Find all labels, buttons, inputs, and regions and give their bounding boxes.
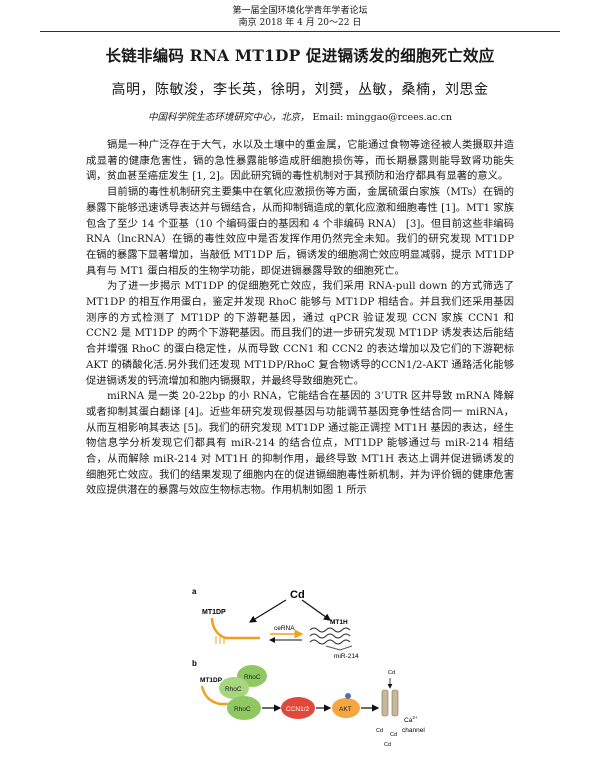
akt-protein xyxy=(332,698,360,718)
conference-place-date: 南京 2018 年 4 月 20～22 日 xyxy=(238,18,362,28)
mir214-strand xyxy=(325,645,353,651)
paragraph-1: 镉是一种广泛存在于大气，水以及土壤中的重金属，它能通过食物等途径被人类摄取并造成… xyxy=(86,139,514,183)
mt1h-mrna-1 xyxy=(309,627,351,633)
ca-superscript: 2+ xyxy=(412,715,418,720)
header-rule xyxy=(40,31,560,32)
ca-label: Ca2+ xyxy=(404,715,418,724)
rhoc-label-2: RhoC xyxy=(225,686,242,693)
mt1h-mrna-2 xyxy=(309,633,351,639)
channel-left xyxy=(381,689,389,717)
channel-label: channel xyxy=(402,727,425,734)
mt1h-label: MT1H xyxy=(330,619,348,626)
panel-a-label: a xyxy=(192,587,197,596)
paragraph-2: 目前镉的毒性机制研究主要集中在氧化应激损伤等方面，金属硫蛋白家族（MTs）在镉的… xyxy=(86,186,514,277)
conference-name: 第一届全国环境化学青年学者论坛 xyxy=(232,6,368,16)
cd-channel-top-label: Cd xyxy=(388,670,395,676)
cd-label-bottom-2: Cd xyxy=(384,742,391,748)
mir214-label: miR-214 xyxy=(334,653,359,660)
rhoc-protein-3 xyxy=(227,696,261,720)
mt1dp-rna-bases xyxy=(215,636,225,644)
affiliation-email: Email: minggao@rcees.ac.cn xyxy=(312,112,453,123)
mt1dp-rna-strand-b xyxy=(200,685,240,706)
paragraph-4: miRNA 是一类 20-22bp 的小 RNA，它能结合在基因的 3’UTR … xyxy=(86,390,514,497)
cerna-label: ceRNA xyxy=(274,625,295,632)
channel-right xyxy=(391,689,399,717)
cd-to-mt1h-arrow xyxy=(301,599,331,621)
rhoc-label-1: RhoC xyxy=(244,674,261,681)
cd-label-left: Cd xyxy=(376,728,383,734)
panel-b-label: b xyxy=(192,659,197,668)
ccn-label: CCN1/2 xyxy=(286,706,310,713)
paragraph-3: 为了进一步揭示 MT1DP 的促细胞死亡效应，我们采用 RNA-pull dow… xyxy=(86,280,514,387)
affiliation: 中国科学院生态环境研究中心，北京， Email: minggao@rcees.a… xyxy=(0,109,600,123)
phosphate-icon xyxy=(345,693,351,699)
rhoc-label-3: RhoC xyxy=(234,706,251,713)
mt1dp-rna-strand xyxy=(210,617,260,640)
ccn-protein xyxy=(281,697,315,719)
abstract-body: 镉是一种广泛存在于大气，水以及土壤中的重金属，它能通过食物等途径被人类摄取并造成… xyxy=(86,138,514,499)
mt1dp-label-b: MT1DP xyxy=(200,677,223,684)
ca-text: Ca xyxy=(404,717,413,724)
paper-title: 长链非编码 RNA MT1DP 促进镉诱发的细胞死亡效应 xyxy=(105,46,495,65)
mt1h-mrna-3 xyxy=(309,639,351,645)
cd-label-top: Cd xyxy=(290,589,305,601)
author-list: 高明，陈敏浚，李长英，徐明，刘赟，丛敏，桑楠，刘思金 xyxy=(111,82,489,98)
affiliation-institution: 中国科学院生态环境研究中心，北京， xyxy=(147,112,310,123)
cd-label-bottom: Cd xyxy=(390,732,397,738)
rhoc-protein-2 xyxy=(219,677,249,699)
cd-to-mt1dp-arrow xyxy=(248,599,287,623)
mechanism-figure: a Cd MT1DP ceRNA MT1H miR-214 b MT1DP Rh… xyxy=(190,584,440,764)
mt1dp-label-a: MT1DP xyxy=(202,609,226,616)
akt-label: AKT xyxy=(339,706,352,713)
mechanism-diagram: a Cd MT1DP ceRNA MT1H miR-214 b MT1DP Rh… xyxy=(192,587,425,748)
